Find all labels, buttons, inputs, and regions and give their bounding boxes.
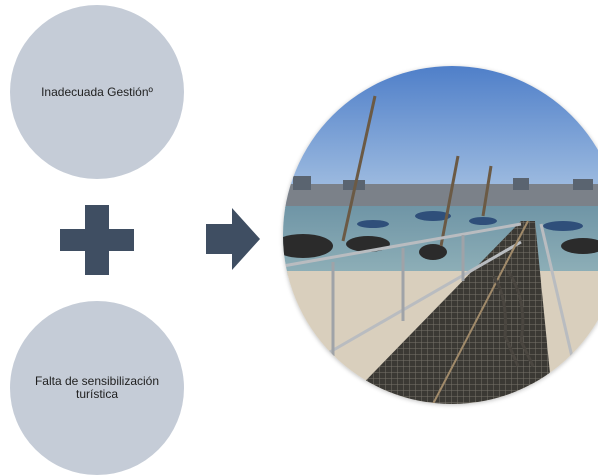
concept-circle-sensibilizacion: Falta de sensibilización turística [10, 301, 184, 475]
plus-icon [60, 205, 134, 275]
concept-label-sensibilizacion: Falta de sensibilización turística [34, 374, 160, 401]
arrow-right-icon [206, 208, 260, 270]
concept-circle-gestion: Inadecuada Gestiónº [10, 5, 184, 179]
harbor-photo [283, 66, 598, 404]
harbor-scene [283, 66, 598, 404]
concept-label-gestion: Inadecuada Gestiónº [41, 84, 153, 99]
